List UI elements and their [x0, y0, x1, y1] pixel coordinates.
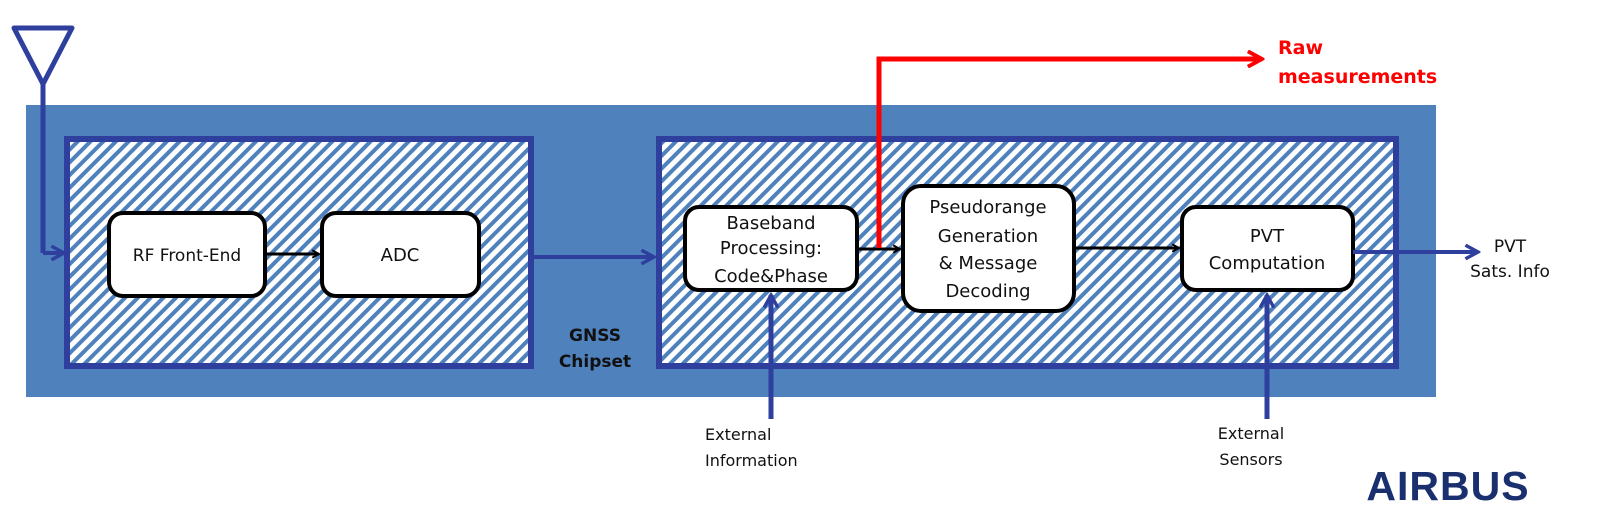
- pvt-computation-block: [1180, 205, 1355, 292]
- baseband-label-line1: Baseband: [726, 213, 815, 234]
- pvt-output-label-line1: PVT: [1494, 237, 1527, 257]
- gnss-chipset-label-line1: GNSS: [569, 326, 621, 346]
- pseudorange-label-line3: & Message: [939, 253, 1038, 274]
- raw-measurements-arrow: [876, 59, 1262, 248]
- baseband-label-line2: Processing:: [720, 238, 822, 259]
- pvt-output-label-line2: Sats. Info: [1470, 262, 1550, 282]
- pseudorange-label-line4: Decoding: [945, 281, 1030, 302]
- pvt-label-line2: Computation: [1209, 253, 1326, 274]
- raw-measurements-label-line1: Raw: [1278, 37, 1323, 59]
- rf-front-end-label: RF Front-End: [133, 246, 241, 266]
- adc-label: ADC: [381, 245, 420, 266]
- external-information-label-line2: Information: [705, 451, 798, 470]
- airbus-logo: AIRBUS: [1366, 463, 1529, 509]
- gnss-chipset-label-line2: Chipset: [559, 352, 631, 372]
- external-sensors-label-line2: Sensors: [1219, 450, 1282, 469]
- pseudorange-label-line1: Pseudorange: [929, 197, 1046, 218]
- pvt-label-line1: PVT: [1250, 226, 1285, 247]
- baseband-label-line3: Code&Phase: [714, 266, 828, 287]
- raw-measurements-label-line2: measurements: [1278, 66, 1437, 88]
- antenna-icon: [11, 25, 75, 253]
- pseudorange-generation-block: [901, 184, 1076, 313]
- external-sensors-label-line1: External: [1218, 424, 1284, 443]
- adc-block: [320, 211, 481, 298]
- pseudorange-label-line2: Generation: [938, 226, 1038, 247]
- external-information-label-line1: External: [705, 425, 771, 444]
